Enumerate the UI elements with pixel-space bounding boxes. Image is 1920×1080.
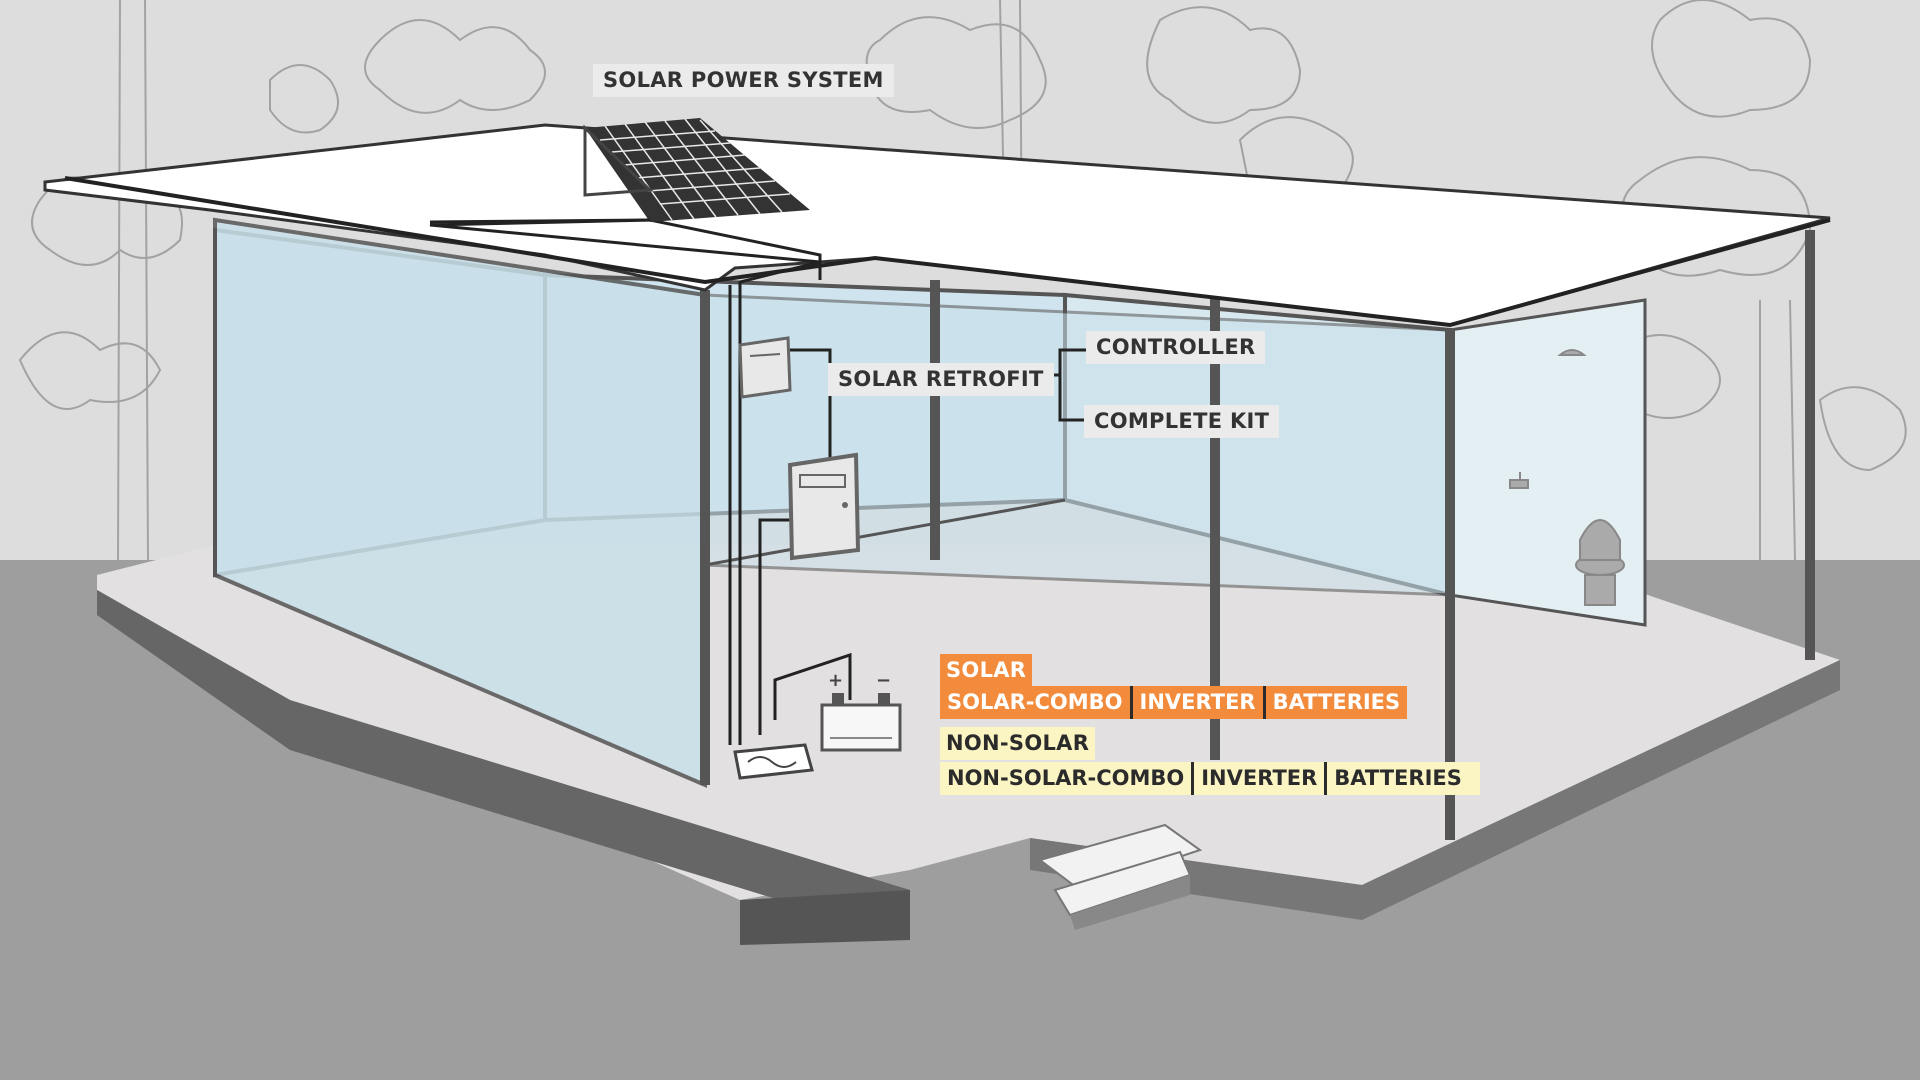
roof-edge <box>64 176 1831 328</box>
label-controller: CONTROLLER <box>1086 331 1266 364</box>
battery-negative-terminal: − <box>876 670 892 691</box>
separator <box>1191 762 1195 795</box>
label-solar-inverter: INVERTER <box>1132 686 1263 719</box>
label-solar-batteries: BATTERIES <box>1265 686 1408 719</box>
label-solar: SOLAR <box>940 654 1033 687</box>
battery <box>820 693 902 752</box>
separator <box>1324 762 1328 795</box>
inverter-unit <box>733 743 814 780</box>
battery-positive-terminal: + <box>828 670 844 691</box>
floor-slab-edge-front <box>740 890 910 945</box>
label-solar-retrofit: SOLAR RETROFIT <box>828 363 1054 396</box>
solar-combo-bar: SOLAR-COMBO INVERTER BATTERIES <box>940 686 1408 719</box>
roof <box>43 123 1831 327</box>
label-non-solar-combo: NON-SOLAR-COMBO <box>940 762 1192 795</box>
front-steps <box>1037 823 1203 930</box>
posts <box>700 230 1815 840</box>
bathroom-fixtures <box>1509 349 1625 606</box>
floor-slab-edge <box>97 590 910 940</box>
floor-slab-edge-right <box>1030 660 1840 920</box>
label-non-solar: NON-SOLAR <box>940 727 1096 760</box>
label-solar-combo: SOLAR-COMBO <box>940 686 1130 719</box>
label-complete-kit: COMPLETE KIT <box>1084 405 1280 438</box>
distribution-panel <box>787 452 861 561</box>
charge-controller <box>738 336 792 399</box>
label-non-solar-batteries: BATTERIES <box>1327 762 1480 795</box>
label-solar-power-system: SOLAR POWER SYSTEM <box>593 64 894 97</box>
label-non-solar-inverter: INVERTER <box>1194 762 1325 795</box>
non-solar-combo-bar: NON-SOLAR-COMBO INVERTER BATTERIES <box>940 762 1480 795</box>
solar-panel <box>583 118 810 222</box>
separator <box>1262 686 1266 719</box>
separator <box>1129 686 1133 719</box>
floor-line <box>704 498 1066 567</box>
